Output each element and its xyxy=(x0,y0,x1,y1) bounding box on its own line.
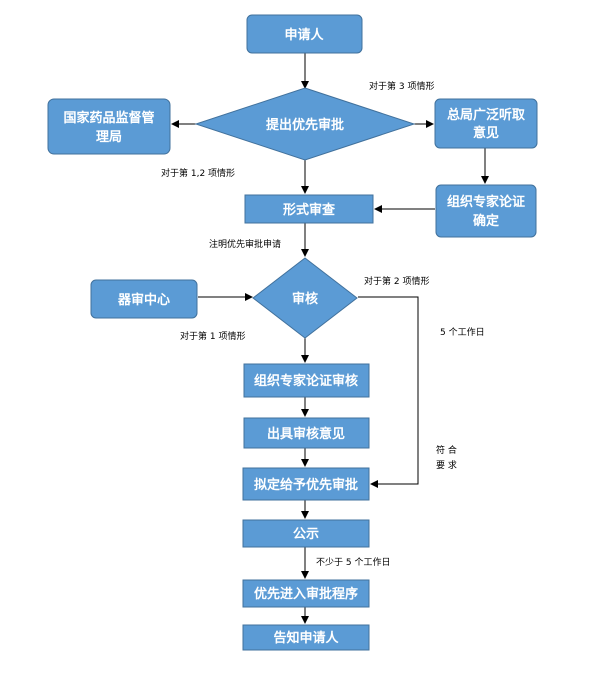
node-nmpa: 国家药品监督管 理局 xyxy=(47,98,171,155)
node-issue-opinion-label: 出具审核意见 xyxy=(267,426,345,442)
node-nmpa-label-line1: 国家药品监督管 xyxy=(63,110,154,126)
node-propose-priority: 拟定给予优先审批 xyxy=(242,467,370,501)
note-requirement: 要 求 xyxy=(436,459,457,471)
node-formal-review: 形式审查 xyxy=(244,194,374,224)
node-notify-applicant-label: 告知申请人 xyxy=(273,630,339,646)
node-submit-priority: 提出优先审批 xyxy=(194,87,416,161)
node-enter-priority: 优先进入审批程序 xyxy=(242,579,370,608)
node-formal-review-label: 形式审查 xyxy=(283,202,336,218)
node-expert-confirm: 组织专家论证 确定 xyxy=(435,184,537,238)
note-case1: 对于第 1 项情形 xyxy=(180,330,245,342)
node-enter-priority-label: 优先进入审批程序 xyxy=(254,586,358,602)
node-review: 审核 xyxy=(252,257,358,339)
node-hq-opinion: 总局广泛听取 意见 xyxy=(434,98,538,149)
node-review-label: 审核 xyxy=(292,291,318,307)
note-case2: 对于第 2 项情形 xyxy=(364,275,429,287)
arrow-review-to-propose xyxy=(358,296,419,488)
note-meets: 符 合 xyxy=(436,444,457,456)
node-hq-opinion-line1: 总局广泛听取 xyxy=(447,107,526,123)
node-publicize: 公示 xyxy=(242,519,370,548)
node-expert-confirm-line1: 组织专家论证 xyxy=(447,194,525,210)
note-min-five-workdays: 不少于 5 个工作日 xyxy=(316,556,390,568)
annotations: 对于第 3 项情形 对于第 1,2 项情形 注明优先审批申请 对于第 2 项情形… xyxy=(161,80,485,568)
node-notify-applicant: 告知申请人 xyxy=(242,624,370,651)
note-case12: 对于第 1,2 项情形 xyxy=(161,167,235,179)
node-expert-confirm-line2: 确定 xyxy=(473,213,499,229)
node-applicant-label: 申请人 xyxy=(284,27,324,43)
node-nmpa-label-line2: 理局 xyxy=(96,130,122,145)
node-applicant: 申请人 xyxy=(246,14,363,54)
node-expert-review-label: 组织专家论证审核 xyxy=(254,373,358,389)
node-hq-opinion-line2: 意见 xyxy=(473,125,499,141)
note-five-workdays: 5 个工作日 xyxy=(440,326,485,338)
node-device-center: 器审中心 xyxy=(90,279,198,319)
node-device-center-label: 器审中心 xyxy=(117,292,170,308)
connectors xyxy=(171,53,489,624)
node-issue-opinion: 出具审核意见 xyxy=(243,417,370,449)
node-propose-priority-label: 拟定给予优先审批 xyxy=(254,477,358,493)
node-submit-priority-label: 提出优先审批 xyxy=(266,117,344,133)
node-expert-review: 组织专家论证审核 xyxy=(243,363,370,398)
note-priority-application: 注明优先审批申请 xyxy=(209,238,281,250)
node-publicize-label: 公示 xyxy=(293,527,319,542)
note-case3: 对于第 3 项情形 xyxy=(369,80,434,92)
